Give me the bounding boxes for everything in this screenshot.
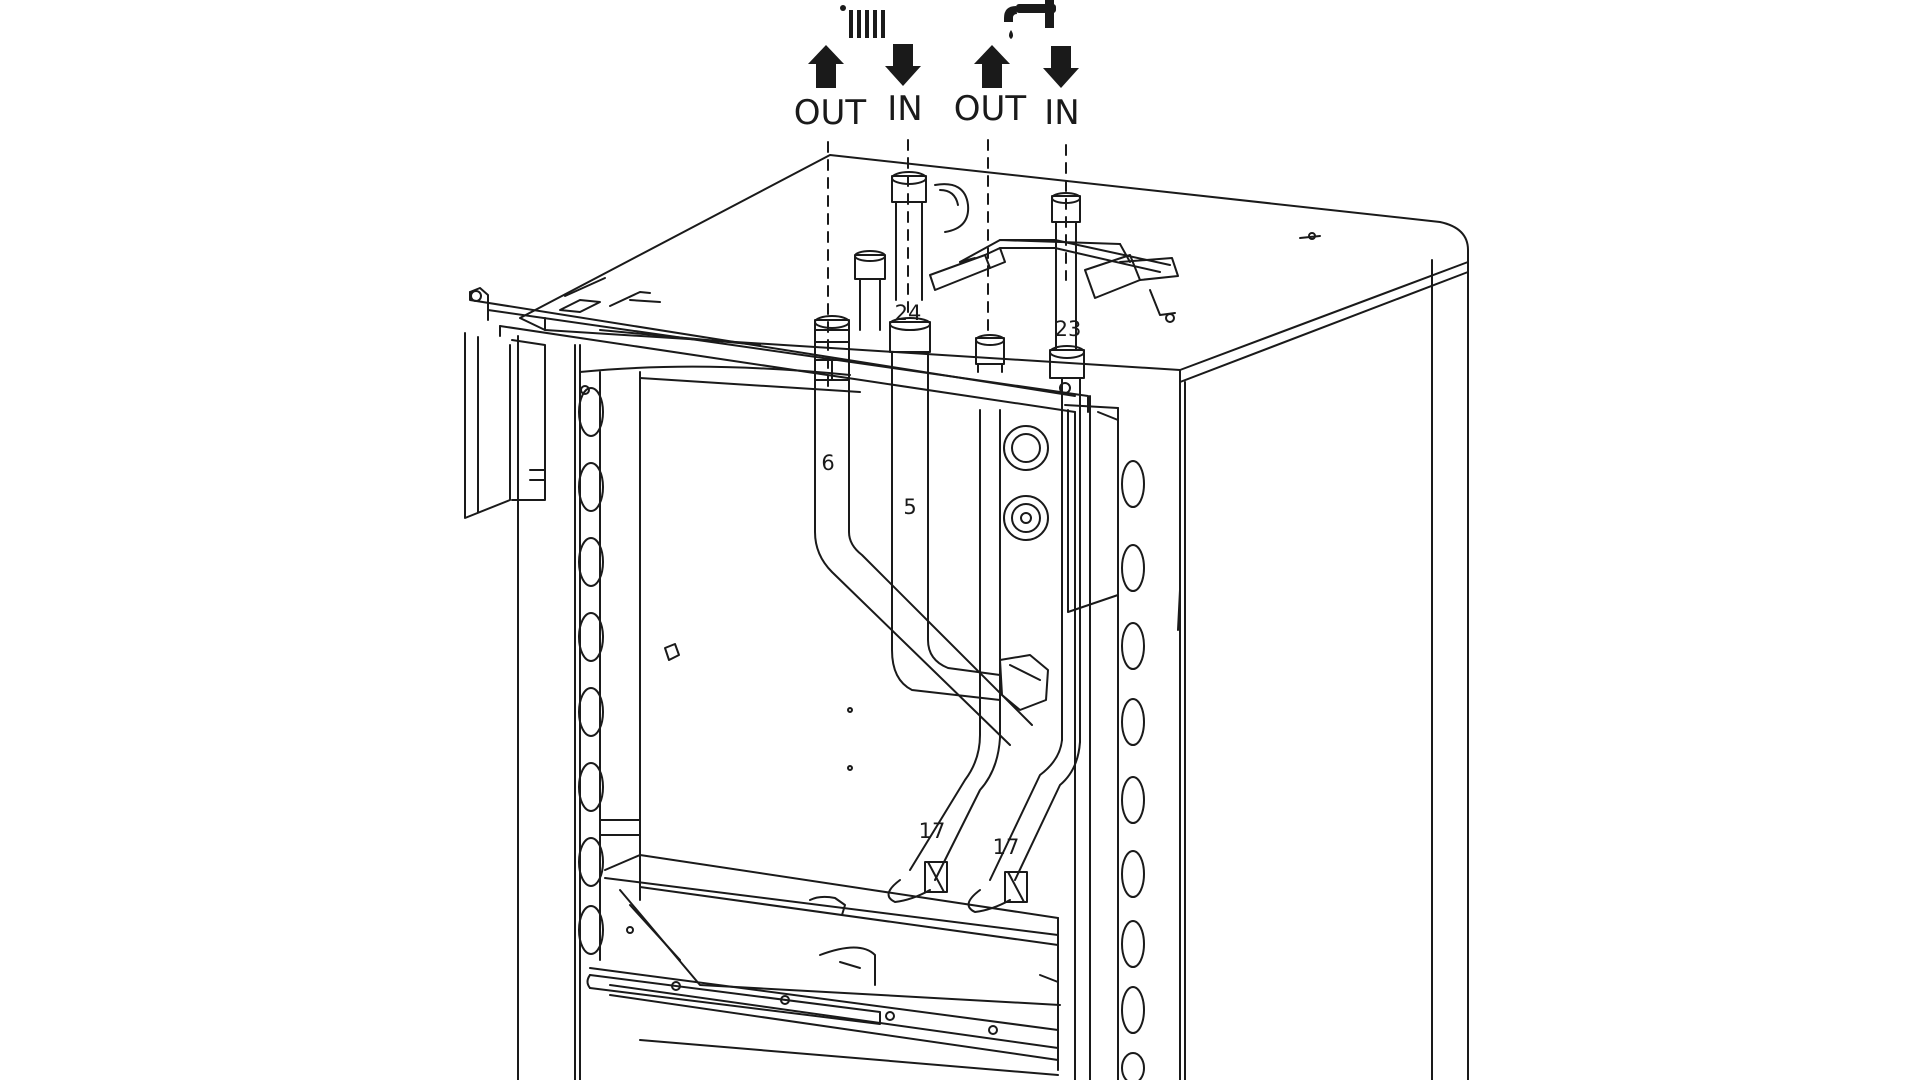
water-tap-icon (1004, 0, 1056, 39)
pipe-5 (889, 171, 1001, 701)
callout-24: 24 (895, 301, 922, 325)
dhw-out-arrow-up-icon (974, 45, 1010, 88)
heating-in-label: IN (887, 89, 922, 129)
radiator-icon (840, 5, 885, 38)
cabinet-top (519, 154, 1469, 383)
heating-out-arrow-up-icon (808, 45, 844, 88)
callout-17-left: 17 (919, 819, 946, 843)
callout-23: 23 (1055, 317, 1082, 341)
right-post (1064, 269, 1469, 1080)
pipe-23 (989, 192, 1179, 881)
pipe-17-right (967, 871, 1028, 913)
left-post-holes (578, 387, 604, 955)
base-tray (586, 854, 1061, 1076)
dhw-out-label: OUT (954, 89, 1027, 129)
dhw-out-pipe (909, 334, 1005, 881)
pipe-6 (814, 315, 1033, 746)
bulkhead-fittings (664, 425, 1049, 771)
front-frame (469, 287, 1089, 413)
callout-17-right: 17 (993, 835, 1020, 859)
right-post-holes (1121, 460, 1145, 1080)
pipe-17-left (887, 861, 948, 903)
left-side-bracket (464, 332, 546, 519)
heating-out-label: OUT (794, 93, 867, 133)
left-post (517, 335, 861, 1080)
callout-6: 6 (821, 451, 834, 475)
dhw-in-label: IN (1044, 93, 1079, 133)
dhw-in-arrow-down-icon (1043, 46, 1079, 88)
heating-in-arrow-down-icon (885, 44, 921, 86)
callout-5: 5 (903, 495, 916, 519)
